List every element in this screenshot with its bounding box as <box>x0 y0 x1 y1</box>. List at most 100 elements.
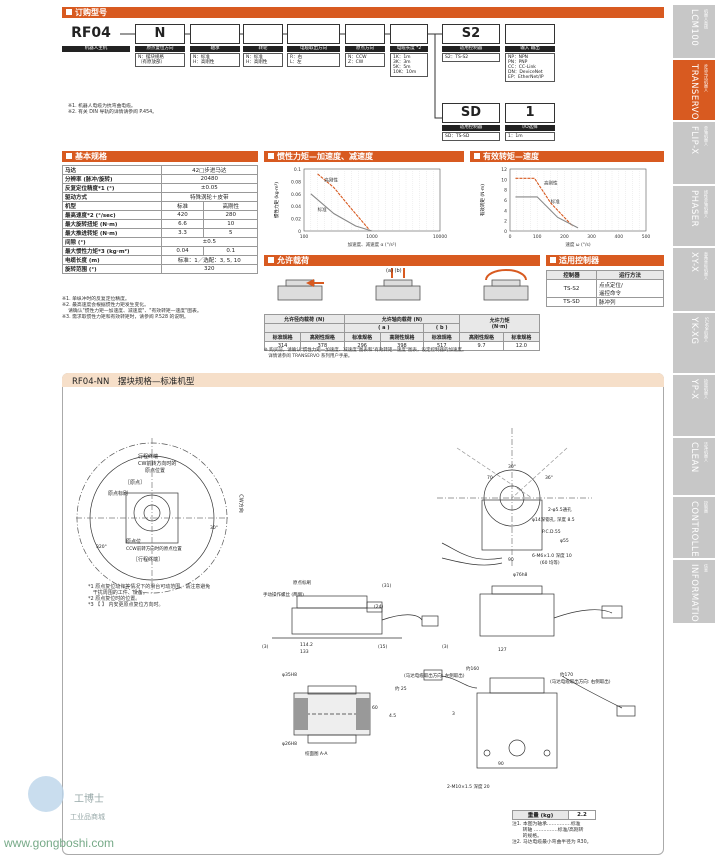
ctrl-row-method: 点点定位/ 遥控命令 <box>596 279 664 298</box>
x-tick-label: 10000 <box>433 234 447 240</box>
load-diagrams <box>277 268 529 301</box>
series-label: 标准 <box>551 198 560 205</box>
load-value: 9.7 <box>459 341 504 351</box>
opt-home: N：摆块规格 （有原放部） <box>135 53 185 67</box>
y-tick-label: 0 <box>504 229 507 235</box>
io-blank <box>505 24 555 44</box>
y-axis-label: 有效转矩 (N·m) <box>479 184 486 216</box>
spec-value: 420 <box>160 210 205 220</box>
side-tab-clean[interactable]: CLEAN 洁净机器人 <box>673 438 715 495</box>
y-tick-label: 4 <box>504 208 507 214</box>
dimension-label: 133 <box>300 650 309 655</box>
load-sub-header: 标准规格 <box>263 332 302 342</box>
dimension-label: 320° <box>96 545 107 550</box>
square-icon <box>550 257 556 263</box>
spec-key: 最大推进转矩 (N·m) <box>62 228 162 238</box>
side-tab-label: PHASER <box>689 190 699 228</box>
load-table: 允许径向载荷 (N)允许轴向载荷 (N)允许力矩 (N·m) ( a )( b … <box>263 314 541 351</box>
spec-value: 标准 <box>160 201 205 211</box>
x-tick-label: 200 <box>560 234 569 240</box>
spec-key: 电缆长度 (m) <box>62 255 162 265</box>
side-tab-sublabel: 直角坐标机器人 <box>704 252 709 280</box>
ordering-connector-lines <box>120 33 442 119</box>
side-tab-label: CLEAN <box>689 442 699 473</box>
y-tick-label: 0.08 <box>291 179 301 185</box>
dimension-label: (31) <box>382 584 392 589</box>
series-line <box>310 193 373 232</box>
load-sub-header: 标准规格 <box>502 332 541 342</box>
load-sub-header: 高刚性规格 <box>300 332 345 342</box>
y-axis-label: 惯性力矩 (kg·m²) <box>273 182 280 218</box>
y-tick-label: 0.04 <box>291 204 301 210</box>
watermark-site: www.gongboshi.com <box>4 836 115 850</box>
io2-box: 1 <box>505 103 555 123</box>
blank-bearing <box>190 24 240 44</box>
dimension-label: 2-φ5.5通孔 <box>548 508 572 513</box>
side-tab-sublabel: 洁净机器人 <box>704 442 709 462</box>
opt-ctrl2: SD：TS-SD <box>442 132 500 141</box>
x-tick-label: 500 <box>642 234 651 240</box>
ctrl-h2: 运行方法 <box>596 270 664 280</box>
blank-length <box>390 24 428 44</box>
drawing-panel <box>62 373 664 855</box>
spec-value: 0.04 <box>160 246 205 256</box>
x-tick-label: 300 <box>587 234 596 240</box>
series-line <box>317 173 370 231</box>
spec-value: 320 <box>160 264 259 274</box>
ctrl-h1: 控制器 <box>545 270 598 280</box>
left-label-0: 行程终端 <box>138 454 159 460</box>
dimension-label: 6-M6×1.0 深度 10 <box>532 554 572 559</box>
ordering-notes: ※1. 机器人电缆为抗弯曲电缆。 ※2. 有关 DIN 导轨的详情请参阅 P.4… <box>68 104 157 115</box>
specs-row: 旋转范围 (°)320 <box>62 264 259 274</box>
dimension-label: 约160 <box>466 667 480 672</box>
specs-row: 间隙 (°)±0.5 <box>62 237 259 247</box>
square-icon <box>66 153 72 159</box>
y-tick-label: 0.06 <box>291 192 301 198</box>
specs-row: 反复定位精度*1 (°)±0.05 <box>62 183 259 193</box>
size-box: N <box>135 24 185 44</box>
spec-value: ±0.5 <box>160 237 259 247</box>
ctrl-row-method: 脉冲列 <box>596 297 664 307</box>
side-tab-label: LCM100 <box>689 9 699 47</box>
side-tab-label: FLIP-X <box>689 126 699 155</box>
y-tick-label: 2 <box>504 219 507 225</box>
load-h2a: ( a ) <box>343 323 425 333</box>
ctrl-title: 适用控制器 <box>559 256 599 265</box>
spec-value: 20480 <box>160 174 259 184</box>
square-icon <box>268 153 274 159</box>
dimension-label: 约170 <box>560 673 574 678</box>
drawing-title: RF04-NN 摆块规格—标准机型 <box>72 377 195 387</box>
opt-io2: 1：1m <box>505 132 555 141</box>
blank-wheel <box>243 24 283 44</box>
opt-io: NP：NPN PN：PNP CC：CC-Link DN：DeviceNet EP… <box>505 53 555 82</box>
load-sub-header: 高刚性规格 <box>379 332 425 342</box>
side-tab-label: TRANSERVO <box>689 64 699 120</box>
opt-origin: N：CCW Z：CW <box>345 53 385 67</box>
spec-key: 最大惯性力矩*3 (kg·m²) <box>62 246 162 256</box>
left-label-1: CW前转方向时的 <box>138 461 177 467</box>
model-box: RF04 <box>62 24 120 44</box>
specs-section-header: 基本规格 <box>62 151 258 162</box>
specs-row: 机型标准高刚性 <box>62 201 258 211</box>
side-tab-sublabel: 拾放机器人 <box>704 379 709 399</box>
dimension-label: 约 25 <box>395 687 407 692</box>
dimension-label: (24) <box>374 605 384 610</box>
load-value: 378 <box>300 341 345 351</box>
dimension-label: 90 <box>498 762 504 767</box>
specs-row: 电缆长度 (m)标准：1／选配：3, 5, 10 <box>62 255 259 265</box>
opt-ctrl: S2：TS-S2 <box>442 53 500 62</box>
drawing-title-bar <box>62 373 664 387</box>
load-value: 12.0 <box>502 341 541 351</box>
